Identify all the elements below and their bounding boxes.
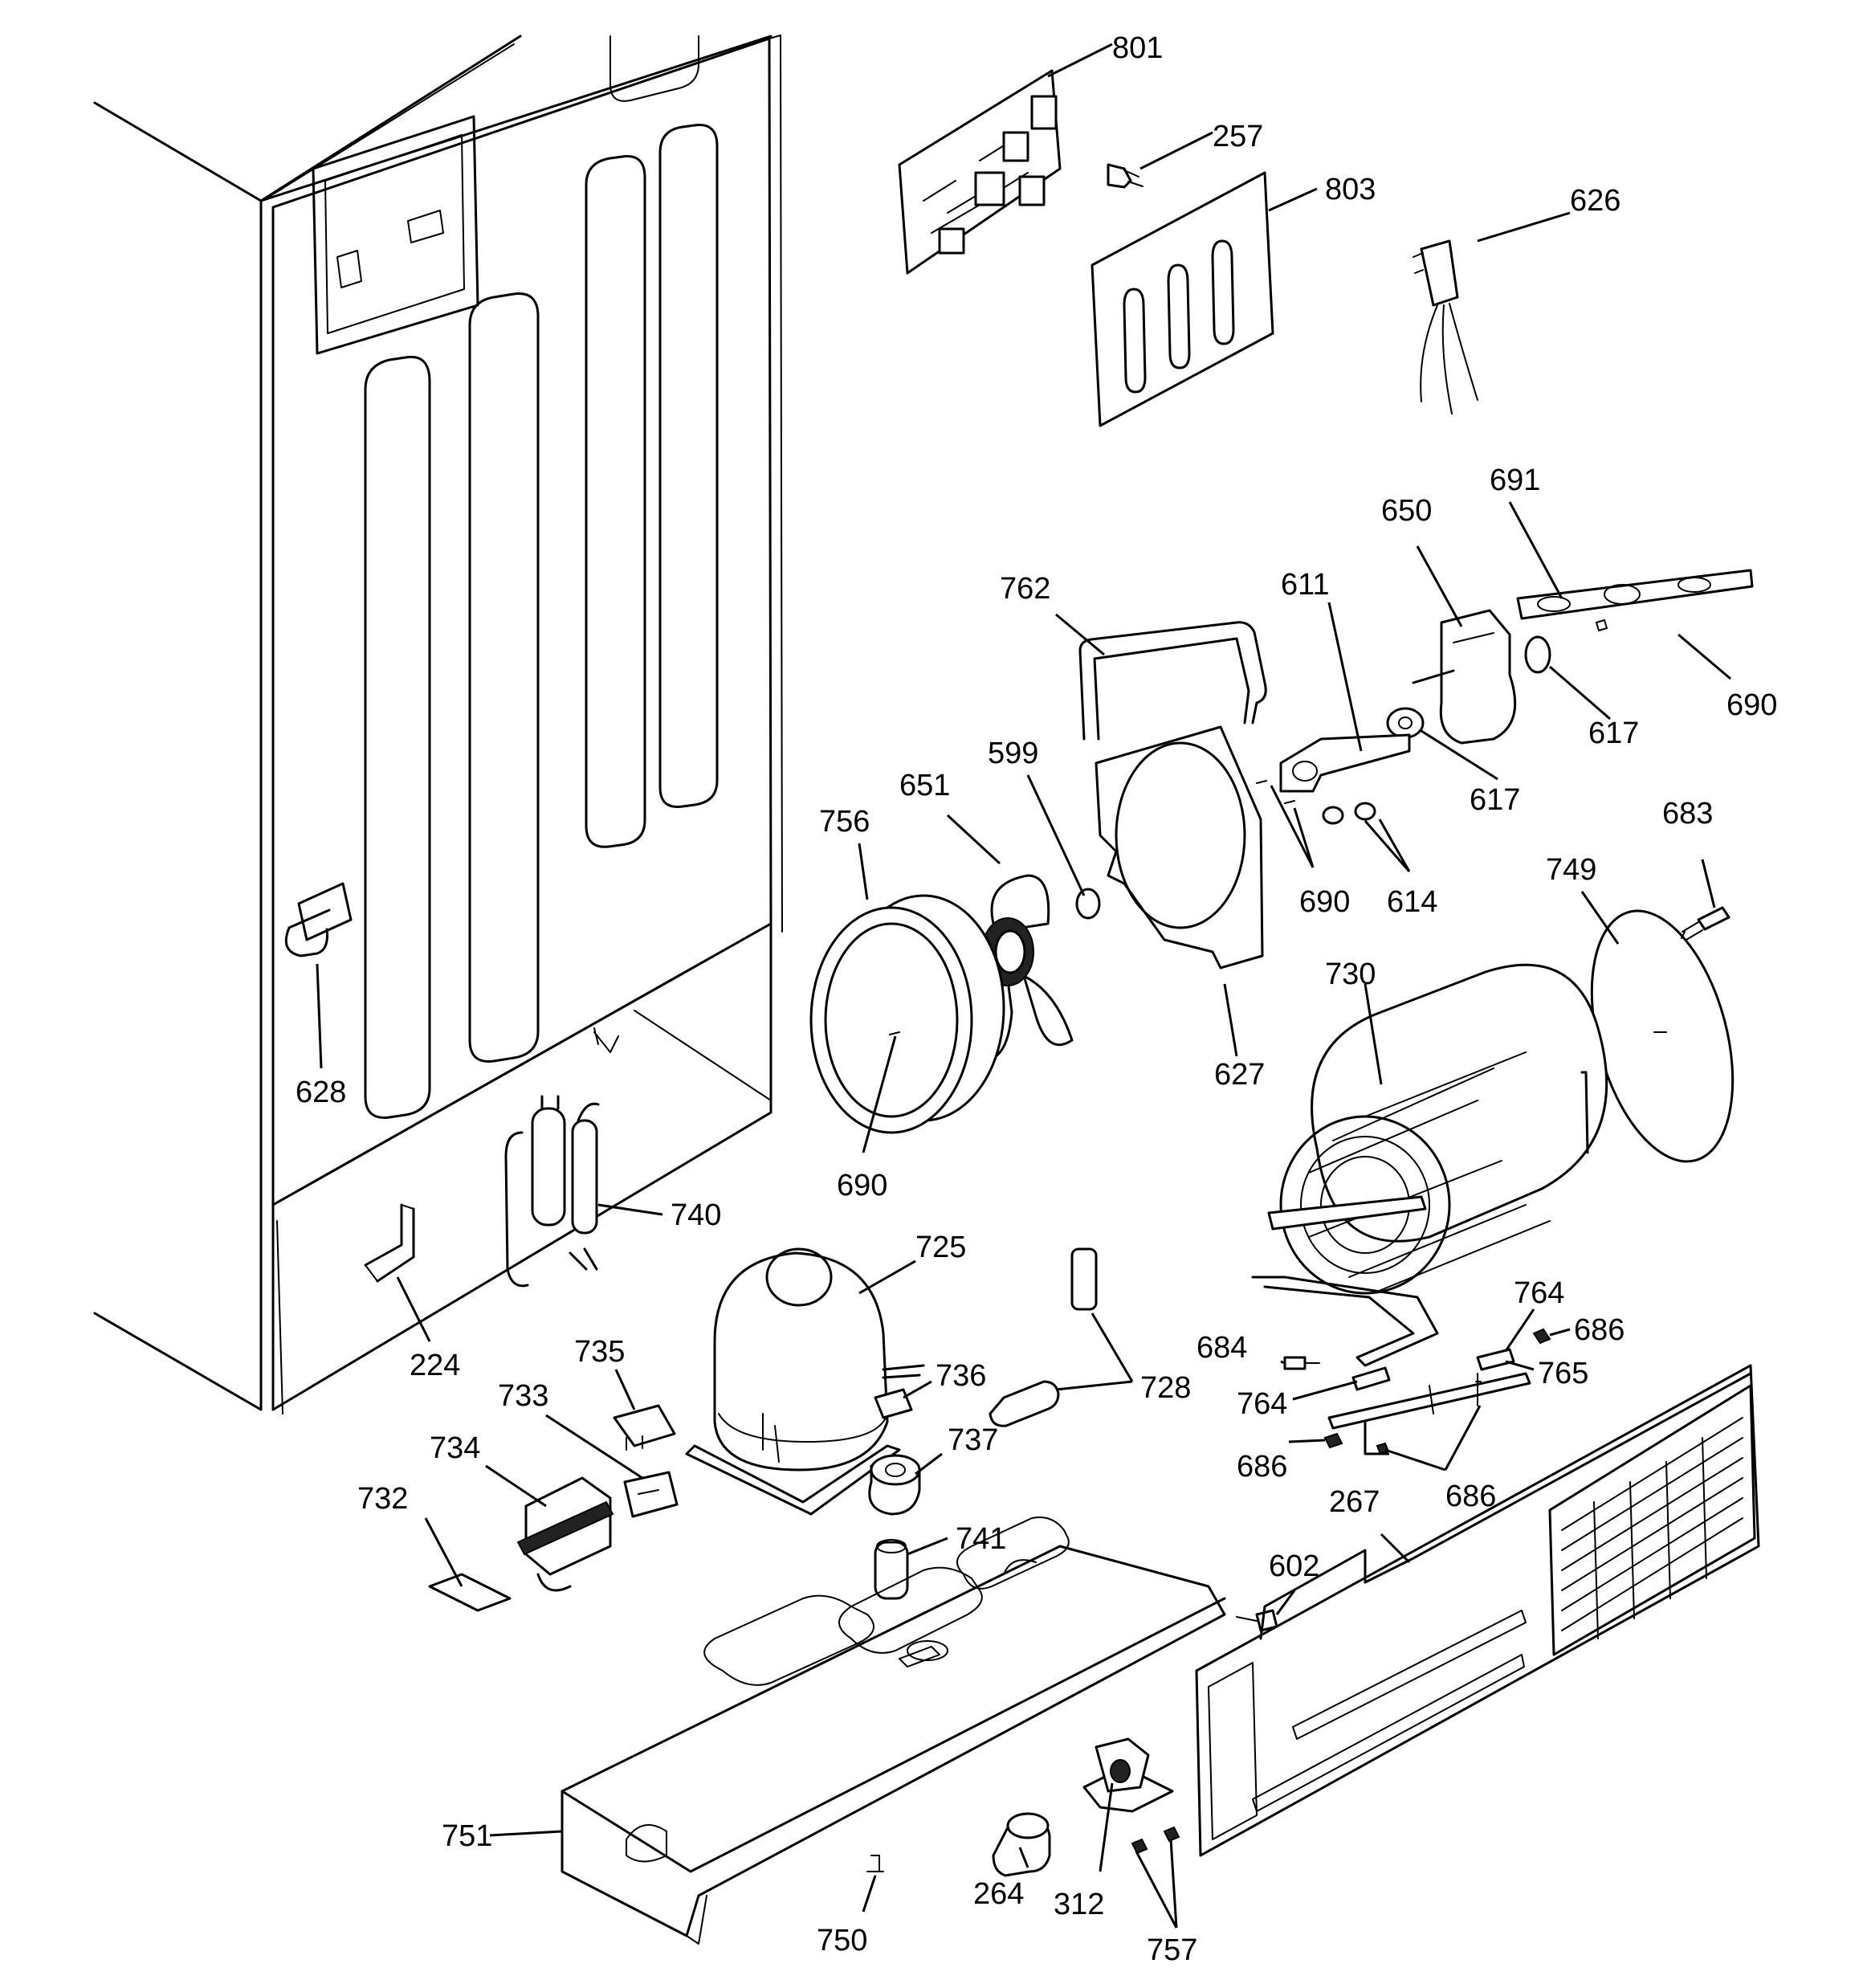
label-686-lower: 686 (1445, 1480, 1496, 1513)
clips-764 (1351, 1348, 1515, 1391)
label-751: 751 (442, 1819, 492, 1853)
label-750: 750 (817, 1924, 867, 1957)
label-267: 267 (1329, 1485, 1380, 1519)
label-617-lower: 617 (1470, 783, 1520, 817)
label-741: 741 (956, 1522, 1006, 1556)
label-312: 312 (1054, 1888, 1104, 1921)
label-728: 728 (1140, 1371, 1191, 1405)
bushing-599 (1075, 888, 1101, 920)
fan-motor-650 (1412, 609, 1551, 745)
label-803: 803 (1325, 173, 1376, 206)
label-764-upper: 764 (1514, 1276, 1564, 1310)
label-627: 627 (1214, 1058, 1265, 1092)
grille-267 (1195, 1364, 1760, 1857)
leader-lines (316, 43, 1731, 1929)
label-764-lower: 764 (1237, 1387, 1287, 1421)
label-651: 651 (899, 769, 950, 802)
sleeve-741 (874, 1539, 909, 1600)
label-730: 730 (1325, 957, 1376, 991)
label-264: 264 (973, 1877, 1024, 1911)
grommet-264 (992, 1812, 1051, 1877)
clip-736 (874, 1388, 913, 1419)
label-683: 683 (1662, 797, 1713, 831)
label-614: 614 (1387, 885, 1437, 919)
terminal-cover-734 (516, 1476, 614, 1592)
label-734: 734 (430, 1431, 480, 1465)
label-740: 740 (671, 1198, 721, 1232)
relay-733 (623, 1471, 679, 1518)
tube-224 (364, 1203, 415, 1283)
bracket-312 (1082, 1737, 1174, 1813)
condenser-coil-730 (1251, 963, 1608, 1367)
label-650: 650 (1381, 494, 1432, 528)
label-757: 757 (1147, 1933, 1197, 1967)
screw-750 (866, 1855, 884, 1872)
bracket-611 (1279, 733, 1411, 793)
label-733: 733 (498, 1379, 548, 1413)
screw-602 (1236, 1609, 1278, 1632)
label-756: 756 (819, 805, 870, 839)
screws-757 (1131, 1826, 1180, 1855)
overload-735 (613, 1404, 676, 1451)
fan-bracket-691 (1516, 569, 1754, 620)
dryer-740 (504, 1095, 600, 1288)
label-690-bracket: 690 (1299, 885, 1350, 919)
label-628: 628 (296, 1076, 346, 1109)
screws-690-614 (1256, 619, 1608, 825)
label-690-right: 690 (1726, 688, 1777, 722)
label-626: 626 (1570, 184, 1620, 218)
label-735: 735 (574, 1335, 625, 1369)
label-686-left: 686 (1237, 1450, 1287, 1484)
grommet-728 (989, 1247, 1098, 1427)
label-224: 224 (410, 1349, 460, 1382)
label-732: 732 (357, 1482, 408, 1516)
label-691: 691 (1490, 463, 1540, 497)
fan-shroud-627 (1095, 725, 1264, 970)
wire-harness-626 (1413, 239, 1478, 414)
screws-686 (1323, 1328, 1551, 1455)
sensor-257 (1107, 163, 1143, 189)
label-686-upper: 686 (1574, 1313, 1625, 1347)
label-617-upper: 617 (1588, 716, 1639, 750)
cabinet-rear-panel (93, 35, 783, 1414)
label-599: 599 (988, 737, 1038, 770)
grommet-617-a (1386, 707, 1425, 739)
grommet-737 (868, 1454, 921, 1516)
retaining-clip-732 (428, 1573, 512, 1612)
label-725: 725 (915, 1231, 966, 1264)
label-684: 684 (1196, 1331, 1247, 1365)
label-257: 257 (1213, 120, 1263, 153)
fan-housing-756 (809, 894, 1005, 1134)
label-737: 737 (948, 1423, 998, 1457)
label-801: 801 (1112, 31, 1163, 65)
tube-762 (1078, 621, 1267, 741)
label-765: 765 (1538, 1357, 1588, 1390)
part-labels: 801 257 803 626 691 650 611 762 690 617 … (296, 31, 1777, 1967)
label-602: 602 (1269, 1549, 1319, 1583)
screw-684 (1283, 1356, 1320, 1370)
label-762: 762 (1000, 572, 1050, 606)
label-736: 736 (936, 1359, 986, 1393)
screw-683 (1681, 906, 1731, 941)
compressor-725 (685, 1247, 925, 1516)
base-pan-751 (561, 1517, 1226, 1945)
label-611: 611 (1281, 568, 1330, 602)
label-690-housing: 690 (837, 1169, 887, 1202)
label-749: 749 (1546, 853, 1596, 887)
cover-plate-803 (1090, 171, 1274, 427)
control-board-801 (898, 69, 1062, 275)
